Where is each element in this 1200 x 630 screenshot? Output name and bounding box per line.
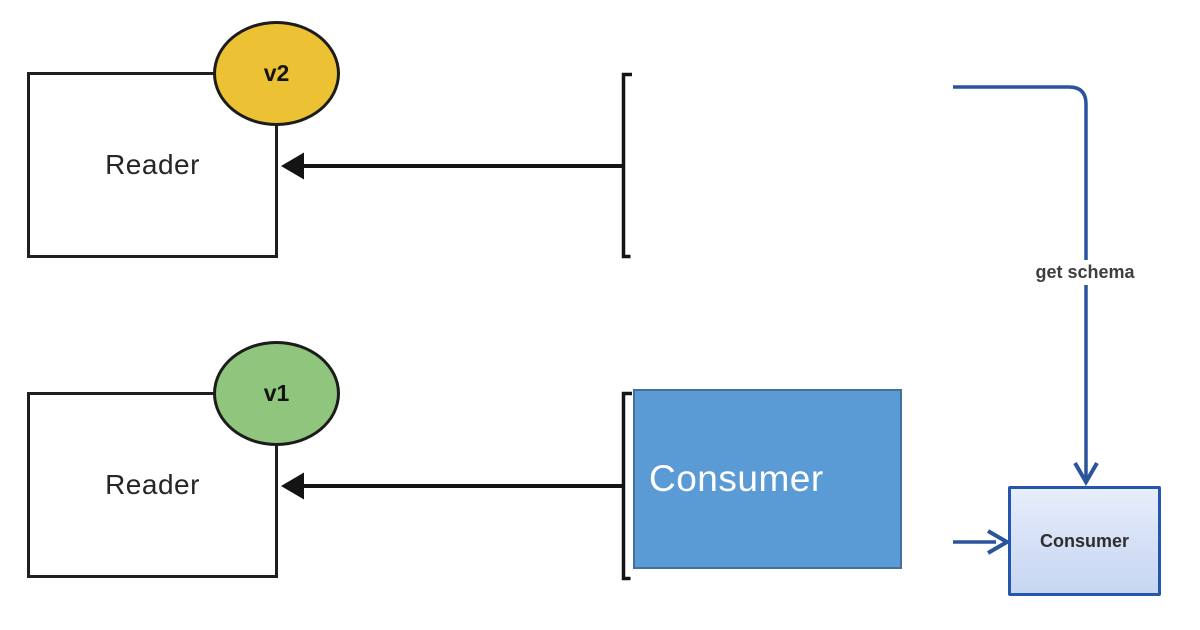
schema-consumer-node: Consumer xyxy=(1008,486,1161,596)
arrowhead-left-icon xyxy=(281,152,304,180)
get-schema-label: get schema xyxy=(1023,260,1147,285)
bottom-consumer-node: Consumer xyxy=(633,389,902,569)
arrowhead-right-icon xyxy=(986,529,1011,555)
top-consumer-edge-bracket xyxy=(621,72,632,259)
arrowhead-down-icon xyxy=(1073,461,1099,486)
schema-consumer-label: Consumer xyxy=(1039,530,1129,551)
top-version-badge: v2 xyxy=(213,21,340,126)
top-reader-label: Reader xyxy=(105,149,200,180)
bottom-reader-label: Reader xyxy=(105,469,200,500)
bottom-version-label: v1 xyxy=(263,380,290,406)
arrowhead-left-icon xyxy=(281,472,304,500)
top-version-label: v2 xyxy=(263,60,290,86)
bottom-consumer-label: Consumer xyxy=(649,458,824,499)
bottom-version-badge: v1 xyxy=(213,341,340,446)
bottom-consumer-edge-bracket xyxy=(621,391,632,581)
